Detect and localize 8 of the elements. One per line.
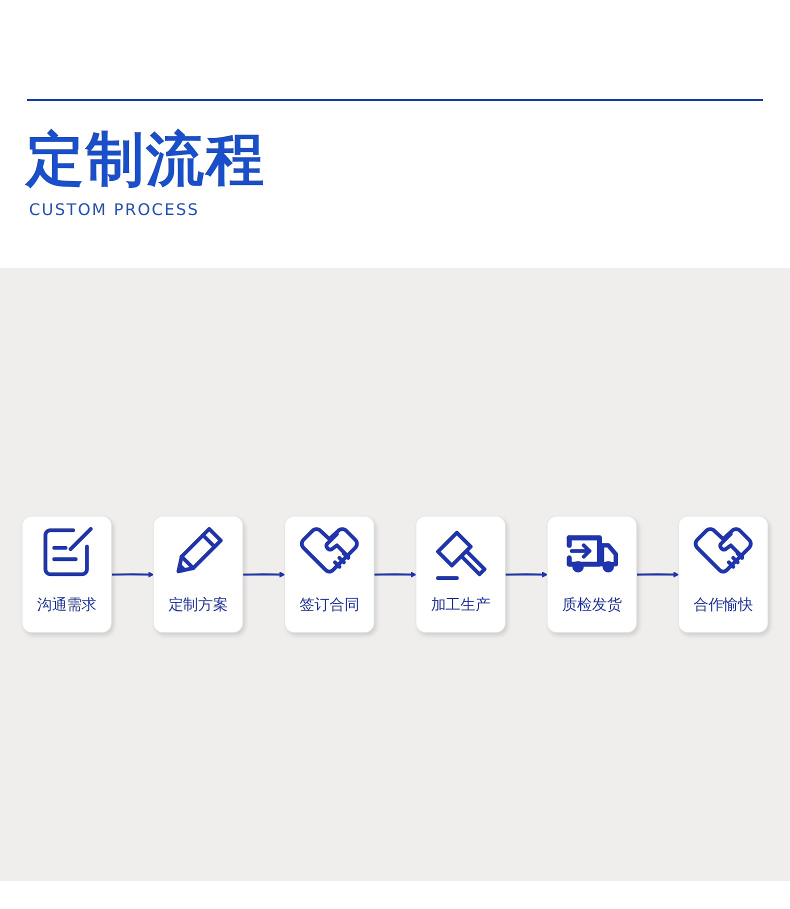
title: 定制流程 xyxy=(26,124,266,194)
step-label: 签订合同 xyxy=(300,596,360,616)
step-label: 加工生产 xyxy=(430,596,490,616)
subtitle-text: CUSTOM PROCESS xyxy=(29,200,200,220)
step-label: 定制方案 xyxy=(168,596,228,616)
step-label: 合作愉快 xyxy=(693,596,753,616)
step-label: 沟通需求 xyxy=(37,596,97,616)
step-label: 质检发货 xyxy=(562,596,622,616)
